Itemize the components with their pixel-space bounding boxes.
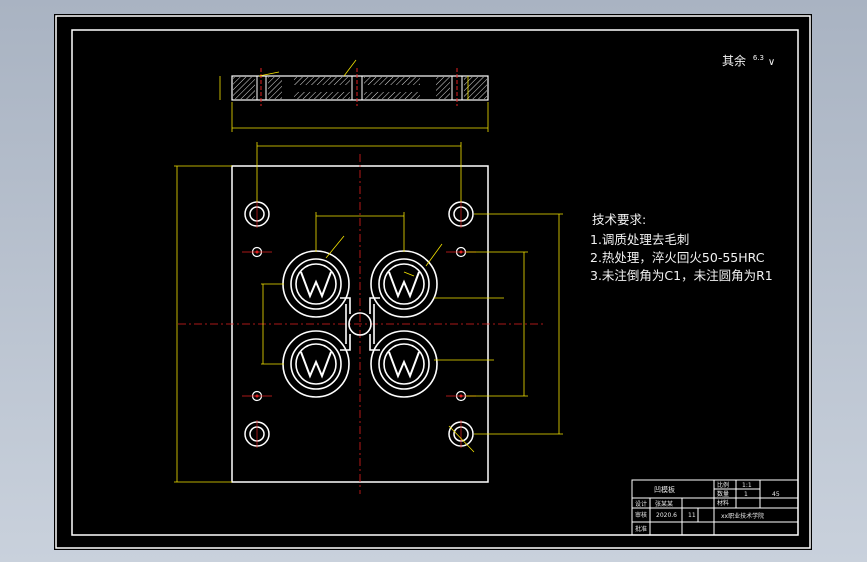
design-date: 2020.6 <box>656 512 677 519</box>
organization: xx职业技术学院 <box>721 512 764 520</box>
tech-requirements-title: 技术要求: <box>592 212 647 227</box>
drawing-canvas[interactable]: 其余 6.3 ∨ 技术要求: 1.调质处理去毛刺 2.热处理，淬火回火50-55… <box>54 14 812 550</box>
roughness-symbol-icon: ∨ <box>767 57 776 68</box>
scale-value: 1:1 <box>742 482 752 489</box>
roughness-note: 其余 6.3 ∨ <box>722 52 775 69</box>
qty-value: 1 <box>744 491 748 498</box>
drawing-svg <box>55 15 811 549</box>
roughness-value: 6.3 <box>752 54 764 62</box>
tech-requirement-1: 1.调质处理去毛刺 <box>590 232 690 247</box>
roughness-label: 其余 <box>722 54 747 68</box>
inner-frame <box>71 29 799 536</box>
tech-requirement-3: 3.未注倒角为C1，未注圆角为R1 <box>590 268 773 283</box>
title-block <box>631 479 799 536</box>
tech-requirement-2: 2.热处理，淬火回火50-55HRC <box>590 250 765 265</box>
section-view <box>219 59 489 132</box>
row-label-approve: 批准 <box>635 525 647 533</box>
material-label: 材料 <box>717 499 729 507</box>
material-value: 45 <box>772 491 780 498</box>
row-label-review: 审核 <box>635 511 647 519</box>
row-label-design: 设计 <box>635 500 647 508</box>
scale-label: 比例 <box>717 481 729 489</box>
part-name: 凹模板 <box>654 485 675 494</box>
qty-label: 数量 <box>717 490 729 498</box>
designer-name: 张某某 <box>655 500 673 508</box>
outer-frame <box>55 15 811 549</box>
title-block-text: 凹模板 比例 1:1 数量 1 材料 45 设计 审核 批准 张某某 2020.… <box>635 481 780 533</box>
plan-view <box>174 142 563 494</box>
page-number: 11 <box>688 512 696 519</box>
